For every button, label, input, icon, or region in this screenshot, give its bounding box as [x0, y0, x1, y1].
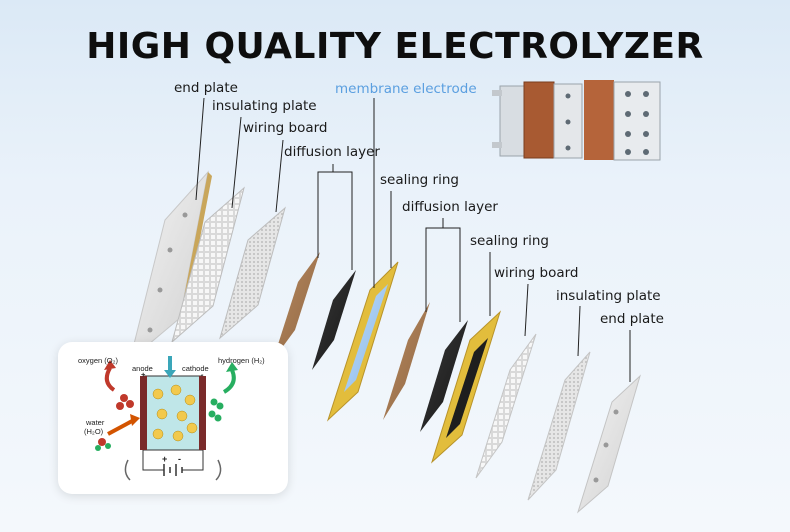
inset-battery-minus: - [178, 454, 181, 464]
inset-battery-plus: + [162, 454, 168, 464]
inset-cathode-minus: - [201, 370, 204, 379]
inset-label-hydrogen: hydrogen (H₂) [218, 356, 265, 365]
label-insulating-plate-left: insulating plate [212, 98, 317, 114]
right-end-plate [577, 374, 641, 514]
label-end-plate-right: end plate [600, 311, 664, 327]
label-membrane-electrode: membrane electrode [335, 81, 477, 97]
right-wiring-board [475, 333, 537, 479]
schematic-drawing [95, 356, 238, 481]
right-diffusion-layer-carbon [420, 320, 468, 432]
electrolyzer-product-image [492, 80, 661, 161]
inset-label-water-formula: (H₂O) [84, 427, 104, 436]
label-end-plate-left: end plate [174, 80, 238, 96]
left-sealing-ring [326, 261, 399, 422]
label-sealing-ring-right: sealing ring [470, 233, 549, 249]
label-diffusion-layer-right: diffusion layer [402, 199, 498, 215]
electrolysis-schematic-inset: oxygen (O₂) anode cathode hydrogen (H₂) … [58, 342, 288, 494]
label-wiring-board-left: wiring board [243, 120, 328, 136]
inset-label-oxygen: oxygen (O₂) [78, 356, 119, 365]
right-sealing-ring [430, 310, 502, 464]
left-diffusion-layer-carbon [312, 270, 356, 370]
right-insulating-plate [527, 351, 591, 501]
page-title: HIGH QUALITY ELECTROLYZER [86, 26, 704, 67]
inset-label-water: water [86, 418, 105, 427]
inset-label-cathode: cathode [182, 364, 209, 373]
inset-label-anode: anode [132, 364, 153, 373]
right-diffusion-layer-copper [383, 302, 430, 420]
left-insulating-plate [171, 186, 245, 344]
label-sealing-ring-left: sealing ring [380, 172, 459, 188]
label-diffusion-layer-left: diffusion layer [284, 144, 380, 160]
inset-anode-plus: + [141, 370, 146, 379]
leader-lines [195, 97, 631, 382]
label-wiring-board-right: wiring board [494, 265, 579, 281]
left-diffusion-layer-copper [273, 252, 320, 360]
left-wiring-board [219, 206, 286, 340]
label-insulating-plate-right: insulating plate [556, 288, 661, 304]
